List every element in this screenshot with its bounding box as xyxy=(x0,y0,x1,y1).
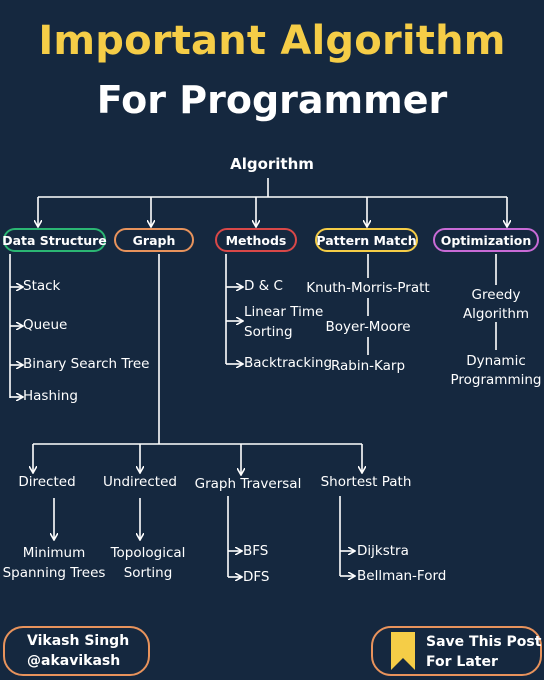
methods-item-backtracking: Backtracking xyxy=(244,355,333,371)
directed-child-line1: Minimum xyxy=(22,545,86,561)
save-line-2: For Later xyxy=(426,654,498,670)
category-graph: Graph xyxy=(114,228,194,252)
category-optimization: Optimization xyxy=(433,228,539,252)
opt-item-greedy-algorithm: Algorithm xyxy=(462,306,530,322)
graph-child-directed: Directed xyxy=(18,474,76,490)
ds-item-bst: Binary Search Tree xyxy=(23,356,150,372)
traversal-item-dfs: DFS xyxy=(243,569,270,585)
category-pattern-match: Pattern Match xyxy=(315,228,418,252)
undirected-child-line2: Sorting xyxy=(123,565,173,581)
methods-item-sorting: Sorting xyxy=(244,324,293,340)
pattern-item-kmp: Knuth-Morris-Pratt xyxy=(306,280,430,296)
shortest-item-bellman-ford: Bellman-Ford xyxy=(357,568,447,584)
category-data-structure: Data Structure xyxy=(2,228,107,252)
author-box xyxy=(3,626,150,676)
undirected-child-line1: Topological xyxy=(110,545,186,561)
graph-child-shortest-path: Shortest Path xyxy=(320,474,412,490)
category-methods: Methods xyxy=(215,228,297,252)
ds-item-stack: Stack xyxy=(23,278,61,294)
title-line-1: Important Algorithm xyxy=(38,18,506,64)
opt-item-dynamic: Dynamic xyxy=(466,353,526,369)
methods-item-linear-time: Linear Time xyxy=(244,304,324,320)
shortest-item-dijkstra: Dijkstra xyxy=(357,543,409,559)
author-name: Vikash Singh xyxy=(27,633,130,649)
save-line-1: Save This Post xyxy=(426,634,542,650)
ds-item-hashing: Hashing xyxy=(23,388,78,404)
graph-child-traversal: Graph Traversal xyxy=(194,476,302,492)
root-node: Algorithm xyxy=(230,155,314,173)
opt-item-programming: Programming xyxy=(450,372,542,388)
bookmark-icon xyxy=(391,632,415,670)
title-line-2: For Programmer xyxy=(96,78,448,122)
traversal-item-bfs: BFS xyxy=(243,543,269,559)
ds-item-queue: Queue xyxy=(23,317,68,333)
author-handle: @akavikash xyxy=(27,653,121,669)
directed-child-line2: Spanning Trees xyxy=(2,565,106,581)
pattern-item-boyer-moore: Boyer-Moore xyxy=(325,319,411,335)
graph-child-undirected: Undirected xyxy=(103,474,177,490)
pattern-item-rabin-karp: Rabin-Karp xyxy=(330,358,406,374)
opt-item-greedy: Greedy xyxy=(471,287,521,303)
methods-item-dc: D & C xyxy=(244,278,283,294)
